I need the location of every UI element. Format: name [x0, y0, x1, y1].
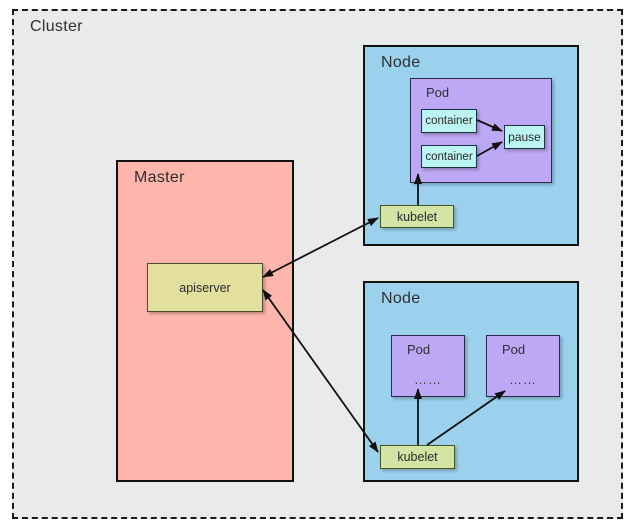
pod-top-label: Pod — [426, 85, 450, 100]
master-label: Master — [134, 169, 185, 186]
kubelet-top-box: kubelet — [380, 205, 454, 228]
pause-box: pause — [504, 125, 545, 149]
node-bottom-label: Node — [381, 290, 421, 307]
pod-bottom-right-label: Pod — [502, 342, 526, 357]
pod-bottom-right-box: Pod …… — [486, 335, 560, 397]
container-2-label: container — [425, 150, 473, 163]
kubelet-bottom-box: kubelet — [380, 445, 455, 469]
kubelet-top-label: kubelet — [396, 209, 438, 224]
pod-bottom-left-box: Pod …… — [391, 335, 465, 397]
apiserver-box: apiserver — [147, 263, 263, 312]
node-top-label: Node — [381, 54, 421, 71]
pod-bottom-left-label: Pod — [407, 342, 431, 357]
apiserver-label: apiserver — [179, 280, 231, 295]
kubelet-bottom-label: kubelet — [397, 450, 438, 464]
container-2-box: container — [421, 145, 477, 168]
cluster-label: Cluster — [30, 18, 83, 35]
master-box: Master — [116, 160, 294, 482]
pause-label: pause — [508, 130, 541, 144]
container-1-box: container — [421, 109, 477, 133]
pod-bottom-left-ellipsis: …… — [414, 372, 442, 387]
pod-bottom-right-ellipsis: …… — [509, 372, 537, 387]
container-1-label: container — [425, 115, 473, 127]
